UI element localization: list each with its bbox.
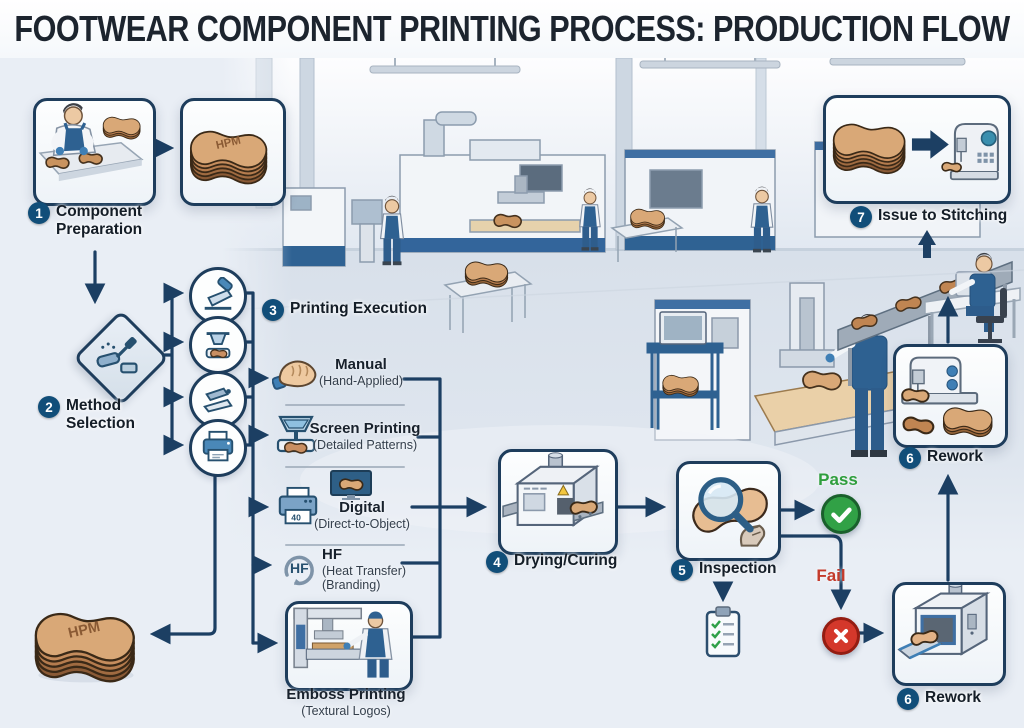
method-detail: (Detailed Patterns): [312, 437, 418, 452]
fail-label: Fail: [816, 566, 846, 585]
step-label-line: Rework: [925, 689, 981, 706]
step-label-line: Component: [56, 203, 143, 220]
step-label-line: Drying/Curing: [514, 552, 618, 569]
printer-icon: [202, 430, 234, 462]
step-label-rework-lower: 6 Rework: [897, 688, 981, 710]
step-label-line: Preparation: [56, 220, 143, 238]
stitching-handoff-icon: [826, 122, 999, 181]
x-icon: [822, 617, 860, 655]
method-detail: (Direct-to-Object): [314, 516, 410, 531]
inspection-box: [676, 461, 781, 561]
printer-badge: 40: [291, 512, 301, 522]
method-hf: HF (Heat Transfer) (Branding): [322, 546, 422, 593]
worker-preparing-icon: [38, 103, 144, 182]
issue-to-stitching-box: [823, 95, 1011, 204]
step-label-line: Rework: [927, 448, 983, 465]
screen-press-icon: [205, 332, 231, 359]
rework-sewing-icon: [901, 356, 999, 439]
method-digital: Digital (Direct-to-Object): [306, 499, 418, 531]
title-bar: FOOTWEAR COMPONENT PRINTING PROCESS: PRO…: [0, 0, 1024, 58]
check-icon: [821, 494, 861, 534]
page-title: FOOTWEAR COMPONENT PRINTING PROCESS: PRO…: [14, 9, 1010, 50]
option-manual-circle: [189, 267, 247, 325]
method-detail2: (Branding): [322, 578, 381, 593]
curing-oven-icon: [502, 452, 604, 528]
step-number-6: 6: [899, 447, 921, 469]
rework-sewing-box: [893, 344, 1008, 448]
rework-oven-box: [892, 582, 1006, 686]
step-label-drying-curing: 4 Drying/Curing: [486, 551, 617, 573]
step-number-2: 2: [38, 396, 60, 418]
option-digital-circle: [189, 419, 247, 477]
option-screen-circle: [189, 316, 247, 374]
method-name: Manual: [335, 356, 387, 373]
step-number-4: 4: [486, 551, 508, 573]
step-number-1: 1: [28, 202, 50, 224]
method-name: HF: [322, 546, 342, 563]
transfer-press-icon: [203, 387, 233, 413]
drying-curing-box: [498, 449, 618, 555]
monitor-icon: [330, 470, 372, 500]
method-detail: (Heat Transfer): [322, 563, 407, 578]
brand-mark: HPM: [67, 619, 102, 642]
emboss-machine-icon: [293, 607, 393, 678]
hf-cycle-icon: HF: [284, 555, 314, 586]
divider: [285, 466, 405, 468]
rework-oven-icon: [897, 585, 991, 660]
emboss-printing-box: [285, 601, 413, 691]
pass-label: Pass: [818, 470, 858, 489]
checklist-icon: [705, 606, 741, 658]
hf-text: HF: [290, 560, 309, 576]
method-manual: Manual (Hand-Applied): [301, 356, 421, 388]
method-name: Screen Printing: [309, 420, 421, 437]
method-screen-printing: Screen Printing (Detailed Patterns): [303, 420, 427, 452]
screen-frame-icon: [276, 415, 316, 454]
component-preparation-box: [33, 98, 156, 206]
printer-icon: 40: [278, 486, 318, 525]
divider: [285, 404, 405, 406]
step-label-line: Method: [66, 397, 122, 414]
insole-stack-icon: HPM: [183, 101, 277, 197]
step-number-6b: 6: [897, 688, 919, 710]
step-label-line: Printing Execution: [290, 300, 427, 317]
divider: [285, 544, 405, 546]
insole-stack-icon: HPM: [26, 592, 148, 688]
step-label-line: Selection: [66, 414, 135, 432]
step-label-line: Issue to Stitching: [878, 207, 1008, 224]
method-name: Digital: [339, 499, 385, 516]
method-detail: (Textural Logos): [301, 703, 391, 718]
magnifier-inspection-icon: [687, 477, 772, 547]
step-number-5: 5: [671, 559, 693, 581]
prepared-stack-box: HPM: [180, 98, 286, 206]
step-label-printing-execution: 3 Printing Execution: [262, 299, 427, 321]
method-emboss: Emboss Printing (Textural Logos): [283, 686, 409, 718]
step-label-line: Inspection: [699, 560, 777, 577]
method-name: Emboss Printing: [286, 686, 406, 703]
step-label-issue-to-stitching: 7 Issue to Stitching: [850, 206, 1007, 228]
step-number-3: 3: [262, 299, 284, 321]
roller-tool-icon: [96, 336, 138, 374]
step-number-7: 7: [850, 206, 872, 228]
method-detail: (Hand-Applied): [318, 373, 404, 388]
step-label-inspection: 5 Inspection: [671, 559, 777, 581]
hand-wipe-icon: [272, 360, 317, 390]
squeegee-icon: [204, 277, 233, 310]
brand-mark: HPM: [215, 135, 242, 152]
step-label-rework-upper: 6 Rework: [899, 447, 983, 469]
